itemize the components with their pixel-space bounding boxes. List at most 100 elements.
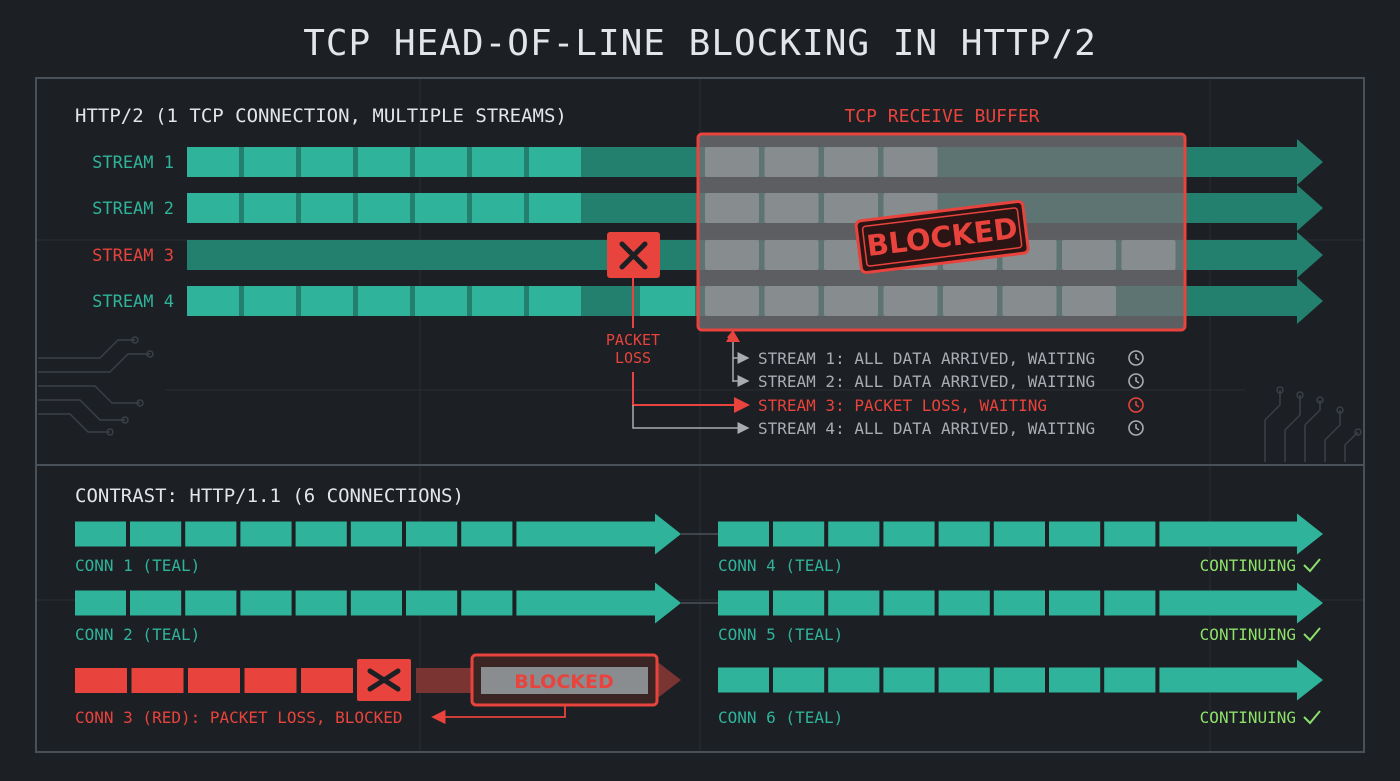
conn-5-label: CONN 5 (TEAL) [718, 625, 843, 644]
buffered-packet-stream-4 [705, 286, 759, 316]
buffered-packet-stream-4 [943, 286, 997, 316]
conn-1-packet-gap [181, 521, 186, 547]
check-icon [1303, 710, 1321, 725]
buffer-label: TCP RECEIVE BUFFER [844, 106, 1039, 127]
conn-blocked-fill [481, 667, 648, 694]
conn-1-packet-gap [126, 521, 130, 547]
conn-5-arrow [718, 582, 1323, 624]
http2-heading: HTTP/2 (1 TCP CONNECTION, MULTIPLE STREA… [75, 105, 567, 127]
circuit-decoration-right [1264, 386, 1362, 462]
page-title: TCP HEAD-OF-LINE BLOCKING IN HTTP/2 [303, 23, 1097, 64]
buffered-packet-stream-2 [824, 193, 878, 223]
conn-6-packet-gap [769, 667, 773, 693]
x-icon [619, 241, 648, 270]
buffered-packet-stream-1 [705, 147, 759, 177]
buffered-packet-stream-2 [764, 193, 819, 223]
buffered-packet-stream-4 [1002, 286, 1057, 316]
buffered-packet-stream-3 [764, 240, 819, 270]
clock-hand [1135, 377, 1140, 384]
status-line-stream-4: STREAM 4: ALL DATA ARRIVED, WAITING [758, 419, 1095, 438]
conn-6-packet-gap [1155, 667, 1160, 693]
stream-4-packet [415, 286, 467, 316]
conn-5-status: CONTINUING [1200, 625, 1296, 644]
status-line-stream-2: STREAM 2: ALL DATA ARRIVED, WAITING [758, 372, 1095, 391]
conn-5-packet-gap [1155, 590, 1160, 616]
conn-6-packet-gap [989, 667, 994, 693]
conn-4-arrow [718, 513, 1323, 555]
stream-1-packet [187, 147, 239, 177]
clock-icon [1128, 397, 1144, 413]
clock-icon [1128, 373, 1144, 389]
conn-6-packet-gap [824, 667, 829, 693]
buffered-packet-stream-4 [764, 286, 819, 316]
conn-5-packet-gap [989, 590, 994, 616]
conn-3-packet [131, 668, 184, 693]
conn-3-packet [244, 668, 297, 693]
clock-icon [1128, 350, 1144, 366]
x-icon [367, 668, 401, 692]
buffered-packet-stream-1 [764, 147, 819, 177]
conn-5-packet-gap [769, 590, 773, 616]
buffered-packet-stream-3 [1062, 240, 1116, 270]
conn-1-arrow [75, 513, 681, 555]
stream-1-packet [415, 147, 467, 177]
conn-2-label: CONN 2 (TEAL) [75, 625, 200, 644]
stream-4-packet [529, 286, 581, 316]
stream-1-packet [529, 147, 581, 177]
conn-2-packet-gap [181, 590, 186, 616]
conn-5-packet-gap [1100, 590, 1105, 616]
conn-4-status: CONTINUING [1200, 556, 1296, 575]
conn-6-status: CONTINUING [1200, 708, 1296, 727]
buffered-packet-stream-2 [705, 193, 759, 223]
conn-3-packet [188, 668, 240, 693]
check-icon [1303, 627, 1321, 642]
stream-1-packet [244, 147, 296, 177]
connection-rows: CONN 1 (TEAL) CONN 2 (TEAL) BLOCKED CONN 3 … [75, 513, 1323, 727]
stream-4-packet [358, 286, 410, 316]
conn-6-packet-gap [1100, 667, 1105, 693]
stream-3-label: STREAM 3 [92, 246, 174, 266]
conn-1-packet-gap [236, 521, 241, 547]
stream-2-packet [301, 193, 353, 223]
clock-hand [1135, 401, 1140, 408]
check-icon [1303, 558, 1321, 573]
status-line-stream-3: STREAM 3: PACKET LOSS, WAITING [758, 396, 1047, 415]
status-line-stream-1: STREAM 1: ALL DATA ARRIVED, WAITING [758, 349, 1095, 368]
buffered-packet-stream-3 [705, 240, 759, 270]
conn-1-packet-gap [346, 521, 351, 547]
blocked-stamp: BLOCKED [854, 200, 1030, 274]
stream-4-label: STREAM 4 [92, 292, 174, 312]
conn-5-packet-gap [879, 590, 884, 616]
buffered-packet-stream-4 [1062, 286, 1116, 316]
conn-2-packet-gap [402, 590, 406, 616]
packet-loss-label-line1: PACKET [606, 331, 660, 349]
buffered-packet-stream-4 [883, 286, 938, 316]
stream-2-packet [187, 193, 239, 223]
stream-2-packet [358, 193, 410, 223]
stream-4-packet [301, 286, 353, 316]
http11-heading: CONTRAST: HTTP/1.1 (6 CONNECTIONS) [75, 485, 464, 507]
conn-1-label: CONN 1 (TEAL) [75, 556, 200, 575]
conn-1-packet-gap [512, 521, 517, 547]
conn-2-packet-gap [126, 590, 130, 616]
conn-4-packet-gap [824, 521, 829, 547]
buffered-packet-stream-1 [883, 147, 938, 177]
circuit-decoration-left [38, 336, 154, 436]
conn-2-packet-gap [236, 590, 241, 616]
outer-frame [35, 77, 1365, 753]
conn-3-label: CONN 3 (RED): PACKET LOSS, BLOCKED [75, 708, 403, 727]
stream-4-packet [472, 286, 524, 316]
conn-5-packet-gap [934, 590, 939, 616]
conn-4-packet-gap [769, 521, 773, 547]
conn-4-packet-gap [1100, 521, 1105, 547]
conn-4-packet-gap [1155, 521, 1160, 547]
conn-2-arrow [75, 582, 681, 624]
status-connectors [632, 330, 750, 434]
stream-2-packet [244, 193, 296, 223]
conn-blocked-label: BLOCKED [514, 671, 613, 693]
conn-2-packet-gap [291, 590, 296, 616]
conn-5-packet-gap [824, 590, 829, 616]
conn-5-packet-gap [1045, 590, 1049, 616]
conn-4-packet-gap [989, 521, 994, 547]
